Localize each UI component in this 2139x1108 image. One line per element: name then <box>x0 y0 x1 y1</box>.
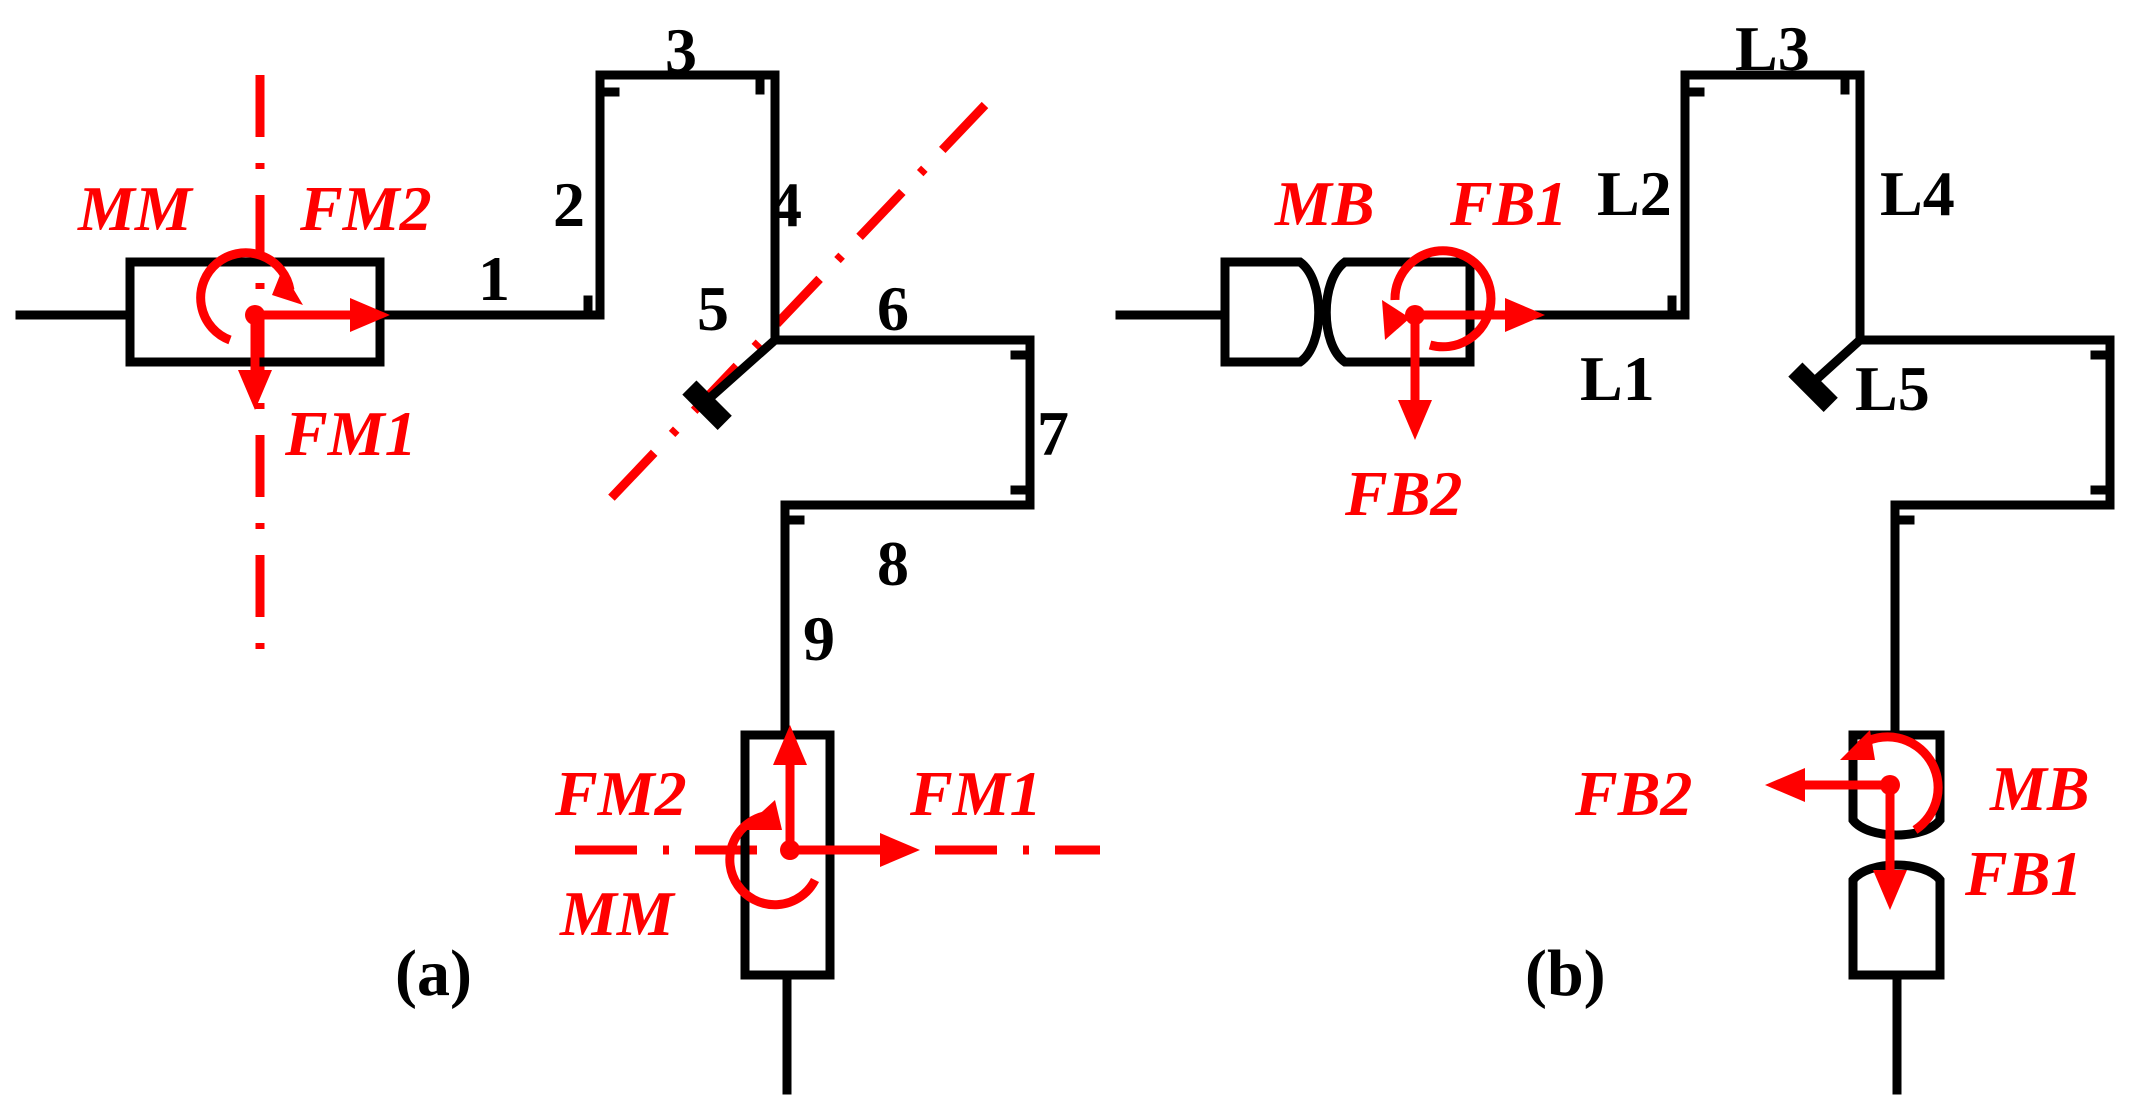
label-fm1-top: FM1 <box>284 398 417 469</box>
force-arrowhead-fb1 <box>1505 298 1545 332</box>
caption-a: (a) <box>395 937 472 1010</box>
segment-label-9: 9 <box>803 603 835 674</box>
force-arrowhead-fm1-bottom <box>880 833 920 867</box>
label-mb-top: MB <box>1274 168 1375 239</box>
segment-label-l4: L4 <box>1880 158 1955 229</box>
caption-b: (b) <box>1525 937 1606 1010</box>
panel-b: L1 L2 L3 L4 L5 MB FB1 FB2 FB2 <box>1115 13 2115 1095</box>
loads-bottom-a: FM2 FM1 MM <box>554 725 1042 949</box>
segment-label-l5: L5 <box>1855 353 1930 424</box>
elbow-marks-b <box>1667 70 2115 525</box>
loads-top-a: MM FM2 FM1 <box>77 173 432 469</box>
label-fm2-top: FM2 <box>299 173 432 244</box>
branch-cap-l5 <box>1788 362 1838 412</box>
loads-bottom-b: FB2 MB FB1 <box>1574 730 2090 910</box>
segment-label-7: 7 <box>1037 398 1069 469</box>
segment-label-4: 4 <box>770 169 802 240</box>
force-arrowhead-fb1-bottom <box>1873 870 1907 910</box>
load-origin-top-b <box>1405 305 1425 325</box>
moment-arrow-mb-bottom <box>1857 732 1943 834</box>
label-fb2-top: FB2 <box>1344 458 1462 529</box>
loads-top-b: MB FB1 FB2 <box>1274 168 1567 529</box>
moment-arrowhead-mm-bottom <box>742 800 782 830</box>
segment-label-l2: L2 <box>1597 158 1672 229</box>
label-fm2-bottom: FM2 <box>554 758 687 829</box>
support-block-left-b-outer <box>1220 257 1324 367</box>
force-arrowhead-fm1 <box>238 370 272 410</box>
support-block-left-b-inner <box>1321 257 1475 367</box>
moment-arrowhead-mb <box>1382 300 1410 340</box>
moment-arrowhead-mm <box>272 270 303 305</box>
force-arrowhead-fm2 <box>350 298 390 332</box>
branch-stub-l5 <box>1811 333 1867 385</box>
symmetry-line-diagonal <box>591 101 989 519</box>
load-origin-bottom-a <box>780 840 800 860</box>
segment-label-3: 3 <box>665 15 697 86</box>
panel-a: 1 2 3 4 5 6 7 8 9 MM FM2 FM1 <box>15 15 1100 1095</box>
moment-arrow-mm-bottom <box>725 810 820 910</box>
label-fb2-bottom: FB2 <box>1574 758 1692 829</box>
segment-label-l1: L1 <box>1580 343 1655 414</box>
moment-arrow-mm <box>196 248 295 345</box>
label-fb1-top: FB1 <box>1449 168 1567 239</box>
moment-arrowhead-mb-bottom <box>1840 730 1875 760</box>
segment-label-l3: L3 <box>1735 13 1810 84</box>
load-origin-top-a <box>245 305 265 325</box>
segment-label-6: 6 <box>877 273 909 344</box>
label-fb1-bottom: FB1 <box>1964 838 2082 909</box>
force-arrowhead-fb2-bottom <box>1765 768 1805 802</box>
support-block-bottom-b-upper <box>1848 730 1945 840</box>
force-arrowhead-fb2 <box>1398 400 1432 440</box>
label-fm1-bottom: FM1 <box>909 758 1042 829</box>
branch-cap-5 <box>682 380 732 430</box>
moment-arrow-mb <box>1390 246 1496 352</box>
force-arrowhead-fm2-bottom <box>773 725 807 765</box>
label-mb-bottom: MB <box>1989 753 2090 824</box>
segment-label-1: 1 <box>478 243 510 314</box>
branch-stub-5 <box>705 333 782 403</box>
elbow-marks-a <box>583 70 1035 525</box>
segment-label-5: 5 <box>697 273 729 344</box>
label-mm-top: MM <box>77 173 194 244</box>
label-mm-bottom: MM <box>559 878 676 949</box>
load-origin-bottom-b <box>1880 775 1900 795</box>
segment-label-2: 2 <box>553 169 585 240</box>
support-block-bottom-b-lower <box>1848 860 1945 980</box>
segment-label-8: 8 <box>877 528 909 599</box>
